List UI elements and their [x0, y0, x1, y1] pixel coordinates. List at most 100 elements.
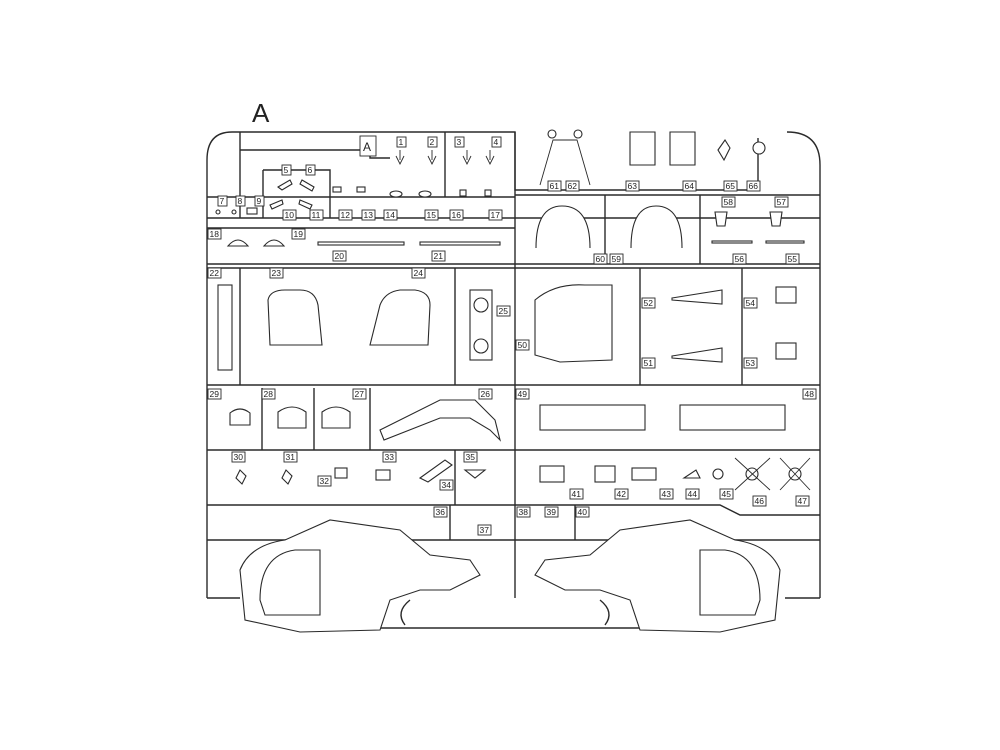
svg-text:26: 26: [481, 389, 491, 399]
part-label-15: 15: [424, 209, 439, 221]
parts-row-2: [226, 205, 805, 249]
part-label-47: 47: [795, 495, 810, 507]
svg-text:39: 39: [547, 507, 557, 517]
svg-text:21: 21: [434, 251, 444, 261]
part-label-10: 10: [282, 209, 297, 221]
svg-text:25: 25: [499, 306, 509, 316]
svg-text:29: 29: [210, 389, 220, 399]
svg-text:27: 27: [355, 389, 365, 399]
part-label-64: 64: [682, 180, 697, 192]
svg-text:33: 33: [385, 452, 395, 462]
part-label-65: 65: [723, 180, 738, 192]
part-label-63: 63: [625, 180, 640, 192]
part-label-29: 29: [207, 388, 222, 400]
svg-text:1: 1: [399, 137, 404, 147]
part-label-38: 38: [516, 506, 531, 518]
part-label-36: 36: [433, 506, 448, 518]
part-label-49: 49: [515, 388, 530, 400]
part-label-46: 46: [752, 495, 767, 507]
svg-text:62: 62: [568, 181, 578, 191]
svg-text:2: 2: [430, 137, 435, 147]
part-label-62: 62: [565, 180, 580, 192]
part-label-50: 50: [515, 339, 530, 351]
part-label-54: 54: [743, 297, 758, 309]
svg-text:14: 14: [386, 210, 396, 220]
parts-row-3: [217, 284, 797, 371]
part-label-48: 48: [802, 388, 817, 400]
svg-text:9: 9: [257, 196, 262, 206]
svg-text:37: 37: [480, 525, 490, 535]
svg-text:66: 66: [749, 181, 759, 191]
svg-text:60: 60: [596, 254, 606, 264]
part-label-7: 7: [217, 195, 228, 207]
part-label-56: 56: [732, 253, 747, 265]
part-label-32: 32: [317, 475, 332, 487]
part-label-52: 52: [641, 297, 656, 309]
part-label-6: 6: [305, 164, 316, 176]
svg-text:35: 35: [466, 452, 476, 462]
sprue-letter: A: [252, 98, 270, 128]
part-label-28: 28: [261, 388, 276, 400]
svg-text:44: 44: [688, 489, 698, 499]
part-label-53: 53: [743, 357, 758, 369]
svg-text:52: 52: [644, 298, 654, 308]
part-label-1: 1: [396, 136, 407, 148]
svg-text:57: 57: [777, 197, 787, 207]
part-label-23: 23: [269, 267, 284, 279]
svg-text:3: 3: [457, 137, 462, 147]
svg-text:A: A: [363, 140, 371, 154]
part-label-60: 60: [593, 253, 608, 265]
part-label-41: 41: [569, 488, 584, 500]
svg-text:56: 56: [735, 254, 745, 264]
svg-text:38: 38: [519, 507, 529, 517]
part-label-34: 34: [439, 479, 454, 491]
svg-text:8: 8: [238, 196, 243, 206]
svg-text:58: 58: [724, 197, 734, 207]
part-label-40: 40: [575, 506, 590, 518]
part-label-55: 55: [785, 253, 800, 265]
svg-text:41: 41: [572, 489, 582, 499]
svg-text:6: 6: [308, 165, 313, 175]
parts-top-row: [215, 129, 766, 215]
part-label-21: 21: [431, 250, 446, 262]
part-label-2: 2: [427, 136, 438, 148]
svg-text:34: 34: [442, 480, 452, 490]
part-label-45: 45: [719, 488, 734, 500]
sprue-tag: A: [359, 135, 377, 157]
svg-text:18: 18: [210, 229, 220, 239]
part-label-51: 51: [641, 357, 656, 369]
part-label-12: 12: [338, 209, 353, 221]
part-label-25: 25: [496, 305, 511, 317]
svg-text:28: 28: [264, 389, 274, 399]
svg-text:65: 65: [726, 181, 736, 191]
svg-text:51: 51: [644, 358, 654, 368]
svg-text:48: 48: [805, 389, 815, 399]
part-label-66: 66: [746, 180, 761, 192]
svg-text:24: 24: [414, 268, 424, 278]
part-label-44: 44: [685, 488, 700, 500]
part-label-13: 13: [361, 209, 376, 221]
svg-text:10: 10: [285, 210, 295, 220]
part-label-18: 18: [207, 228, 222, 240]
parts-row-5: [235, 457, 811, 491]
svg-text:55: 55: [788, 254, 798, 264]
part-label-11: 11: [309, 209, 324, 221]
part-label-24: 24: [411, 267, 426, 279]
part-label-57: 57: [774, 196, 789, 208]
svg-text:46: 46: [755, 496, 765, 506]
svg-text:22: 22: [210, 268, 220, 278]
part-label-61: 61: [547, 180, 562, 192]
svg-text:59: 59: [612, 254, 622, 264]
svg-text:53: 53: [746, 358, 756, 368]
svg-text:64: 64: [685, 181, 695, 191]
svg-text:36: 36: [436, 507, 446, 517]
part-label-20: 20: [332, 250, 347, 262]
svg-text:15: 15: [427, 210, 437, 220]
svg-text:42: 42: [617, 489, 627, 499]
sprue-frame: [206, 131, 821, 629]
svg-text:43: 43: [662, 489, 672, 499]
part-label-37: 37: [477, 524, 492, 536]
svg-text:17: 17: [491, 210, 501, 220]
svg-text:40: 40: [578, 507, 588, 517]
svg-text:13: 13: [364, 210, 374, 220]
